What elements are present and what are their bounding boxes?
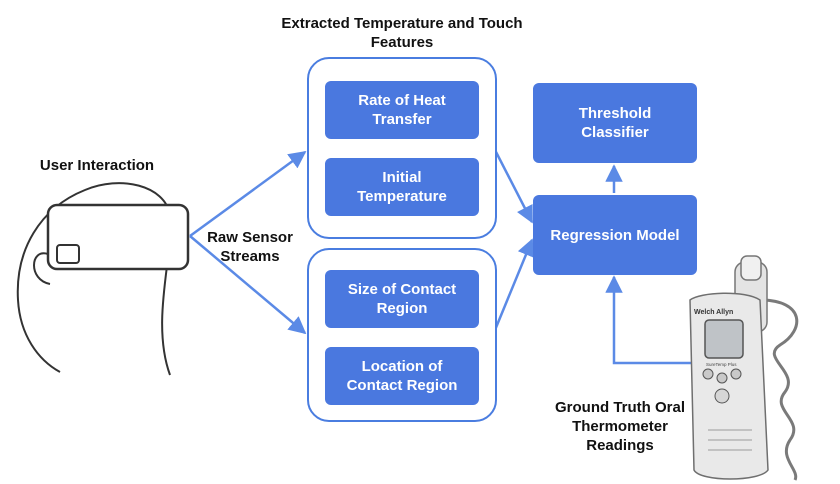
arrow-to-temperature-features <box>189 150 307 238</box>
arrow-touch-to-regression <box>493 238 535 331</box>
size-of-contact-region-text: Size of Contact Region <box>347 281 457 317</box>
location-of-contact-region-box: Location of Contact Region <box>325 347 479 405</box>
thermometer-brand: Welch Allyn <box>694 309 733 316</box>
thermometer-illustration: Welch Allyn SureTemp Plus <box>689 255 799 481</box>
regression-model-text: Regression Model <box>550 226 680 244</box>
regression-model-box: Regression Model <box>533 195 697 275</box>
size-of-contact-region-box: Size of Contact Region <box>325 270 479 328</box>
initial-temperature-text: Initial Temperature <box>357 169 447 205</box>
rate-of-heat-transfer-text: Rate of Heat Transfer <box>358 92 446 128</box>
user-interaction-label: User Interaction <box>39 157 155 174</box>
arrow-to-touch-features <box>189 235 307 335</box>
thermometer-model: SureTemp Plus <box>706 362 737 367</box>
initial-temperature-box: Initial Temperature <box>325 158 479 216</box>
rate-of-heat-transfer-box: Rate of Heat Transfer <box>325 81 479 139</box>
ground-truth-label: Ground Truth Oral Thermometer Readings <box>555 399 685 454</box>
raw-sensor-streams-label: Raw Sensor Streams <box>207 229 293 265</box>
threshold-classifier-box: Threshold Classifier <box>533 83 697 163</box>
threshold-classifier-text: Threshold Classifier <box>578 105 652 141</box>
phone-illustration <box>46 203 190 271</box>
arrow-ground-truth-to-regression <box>605 275 700 365</box>
location-of-contact-region-text: Location of Contact Region <box>346 358 458 394</box>
arrow-temperature-to-regression <box>493 149 534 224</box>
features-title: Extracted Temperature and Touch Features <box>281 15 523 51</box>
